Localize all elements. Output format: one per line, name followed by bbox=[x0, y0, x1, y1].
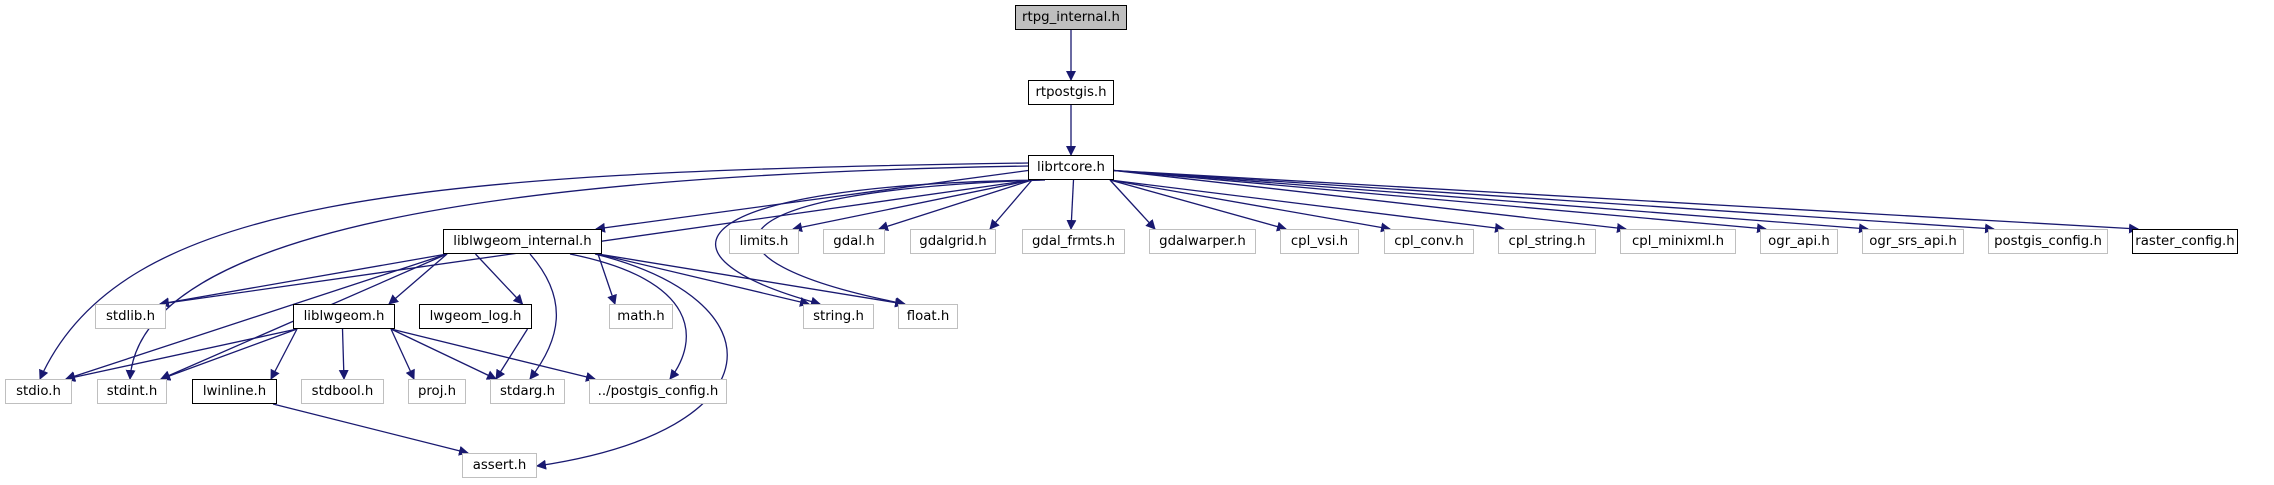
node-gdal-frmts-h: gdal_frmts.h bbox=[1022, 229, 1125, 254]
edge-liblwgeom-internal-to-assert bbox=[536, 253, 728, 470]
edge-librtcore-to-ogr-srs-api bbox=[1113, 169, 1869, 234]
edge-liblwgeom-to-stdint bbox=[160, 328, 298, 381]
node-postgis-config-h: postgis_config.h bbox=[1988, 229, 2108, 254]
edge-librtcore-to-liblwgeom-internal bbox=[595, 169, 1029, 233]
edge-liblwgeom-internal-to-stdlib bbox=[159, 253, 448, 308]
edge-lwinline-to-assert bbox=[272, 403, 469, 456]
node-proj-h: proj.h bbox=[408, 379, 466, 404]
edge-liblwgeom-internal-to-stdio bbox=[65, 253, 448, 381]
node-liblwgeom-internal-h[interactable]: liblwgeom_internal.h bbox=[443, 229, 602, 254]
node-stdarg-h: stdarg.h bbox=[490, 379, 565, 404]
node-rtpostgis-h[interactable]: rtpostgis.h bbox=[1028, 80, 1114, 105]
node-lwgeom-log-h[interactable]: lwgeom_log.h bbox=[419, 304, 532, 329]
node-rtpg-internal-h: rtpg_internal.h bbox=[1015, 5, 1127, 30]
edge-liblwgeom-internal-to-lwgeom-log bbox=[475, 253, 524, 305]
node-ogr-srs-api-h: ogr_srs_api.h bbox=[1862, 229, 1964, 254]
edge-librtcore-to-cpl-vsi bbox=[1109, 179, 1287, 232]
node-stdint-h: stdint.h bbox=[97, 379, 167, 404]
node-gdalwarper-h: gdalwarper.h bbox=[1149, 229, 1256, 254]
edge-librtcore-to-postgis-config bbox=[1113, 169, 1995, 234]
edge-liblwgeom-internal-to-string bbox=[597, 253, 810, 307]
edge-lwgeom-log-to-stdarg bbox=[495, 328, 529, 380]
node-liblwgeom-h[interactable]: liblwgeom.h bbox=[293, 304, 395, 329]
node-stdlib-h: stdlib.h bbox=[95, 304, 166, 329]
node-float-h: float.h bbox=[898, 304, 958, 329]
node-assert-h: assert.h bbox=[462, 453, 537, 478]
node-ogr-api-h: ogr_api.h bbox=[1760, 229, 1838, 254]
edge-liblwgeom-internal-to-dotdot-postgis-config bbox=[569, 253, 687, 380]
edge-librtcore-to-stdint bbox=[125, 165, 1029, 380]
node-string-h: string.h bbox=[803, 304, 874, 329]
node-cpl-string-h: cpl_string.h bbox=[1498, 229, 1596, 254]
edge-librtcore-to-gdalwarper bbox=[1109, 179, 1156, 230]
edge-liblwgeom-to-dotdot-postgis-config bbox=[390, 328, 596, 382]
node-raster-config-h[interactable]: raster_config.h bbox=[2132, 229, 2238, 254]
edge-librtcore-to-cpl-string bbox=[1109, 179, 1505, 233]
node-gdalgrid-h: gdalgrid.h bbox=[910, 229, 996, 254]
edge-liblwgeom-to-stdarg bbox=[390, 328, 497, 380]
edge-liblwgeom-to-lwinline bbox=[270, 328, 298, 380]
node-cpl-vsi-h: cpl_vsi.h bbox=[1280, 229, 1359, 254]
edge-liblwgeom-internal-to-math bbox=[597, 253, 617, 305]
node-stdbool-h: stdbool.h bbox=[301, 379, 384, 404]
edge-librtcore-to-string bbox=[714, 179, 1041, 307]
edge-librtcore-to-raster-config bbox=[1113, 169, 2139, 234]
edge-librtcore-to-stdio bbox=[39, 162, 1029, 380]
edge-librtcore-to-cpl-conv bbox=[1109, 179, 1391, 233]
node-cpl-minixml-h: cpl_minixml.h bbox=[1620, 229, 1736, 254]
edge-librtcore-to-gdal bbox=[878, 179, 1033, 232]
node-gdal-h: gdal.h bbox=[823, 229, 885, 254]
edge-librtcore-to-ogr-api bbox=[1113, 169, 1767, 234]
edge-librtcore-to-gdalgrid bbox=[989, 179, 1033, 230]
edge-librtcore-to-gdal-frmts bbox=[1066, 179, 1077, 230]
edge-liblwgeom-internal-to-liblwgeom bbox=[388, 253, 448, 305]
node-lwinline-h[interactable]: lwinline.h bbox=[192, 379, 277, 404]
node-stdio-h: stdio.h bbox=[5, 379, 72, 404]
edge-liblwgeom-to-proj bbox=[390, 328, 415, 380]
edge-librtcore-to-cpl-minixml bbox=[1113, 169, 1627, 233]
node-limits-h: limits.h bbox=[729, 229, 799, 254]
node-librtcore-h[interactable]: librtcore.h bbox=[1028, 155, 1114, 180]
edge-liblwgeom-to-stdio bbox=[65, 328, 298, 382]
node-math-h: math.h bbox=[609, 304, 673, 329]
edge-liblwgeom-internal-to-stdarg bbox=[529, 253, 558, 380]
edge-liblwgeom-internal-to-float bbox=[597, 253, 905, 308]
edge-liblwgeom-to-stdbool bbox=[338, 328, 349, 380]
edge-librtcore-to-limits bbox=[792, 179, 1033, 233]
node-parent-postgis-config-h: ../postgis_config.h bbox=[589, 379, 727, 404]
node-cpl-conv-h: cpl_conv.h bbox=[1384, 229, 1474, 254]
